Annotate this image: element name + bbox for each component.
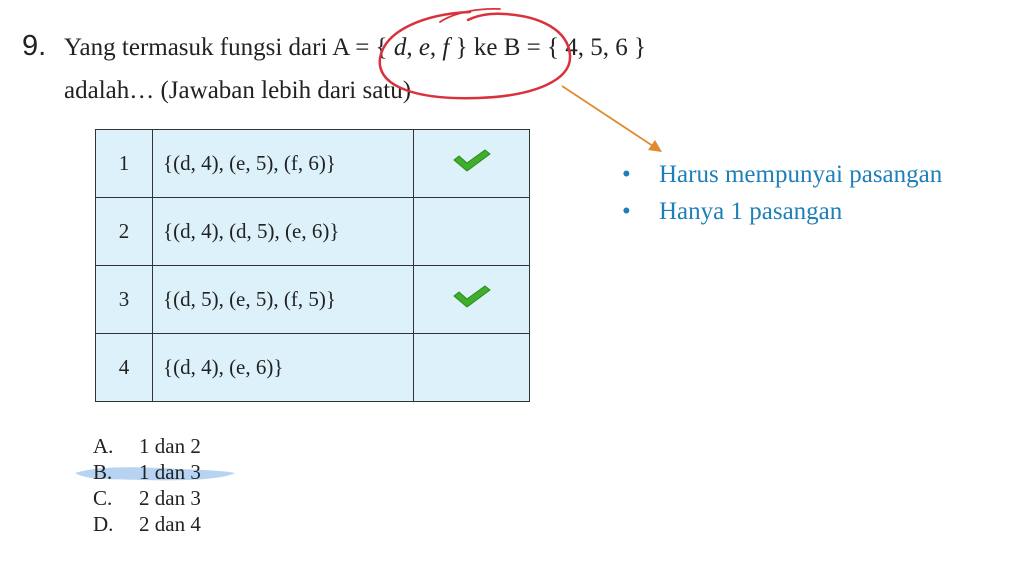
row-number: 3 (95, 265, 153, 334)
answer-options: A. 1 dan 2 B. 1 dan 3 C. 2 dan 3 D. 2 dan 4 (75, 433, 235, 537)
row-number: 2 (95, 197, 153, 266)
answer-option-d[interactable]: D. 2 dan 4 (93, 511, 201, 537)
row-check-cell (413, 265, 530, 334)
answer-letter: A. (93, 434, 114, 458)
row-check-cell (413, 333, 530, 402)
answer-option-c[interactable]: C. 2 dan 3 (93, 485, 201, 511)
row-relation-set: {(d, 4), (e, 6)} (152, 333, 414, 402)
set-a-separator: , (429, 34, 443, 61)
answer-letter: B. (93, 460, 113, 484)
table-row: 2 {(d, 4), (d, 5), (e, 6)} (95, 197, 530, 266)
answer-option-a[interactable]: A. 1 dan 2 (93, 433, 201, 459)
answer-text: 1 dan 3 (139, 460, 201, 484)
set-a-element-d: d (393, 34, 407, 61)
question-line-1: Yang termasuk fungsi dari A = { d, e, f … (64, 34, 646, 62)
highlighter-mark (75, 467, 235, 481)
row-check-cell (413, 197, 530, 266)
relations-table: 1 {(d, 4), (e, 5), (f, 6)} 2 {(d, 4), (d… (95, 129, 530, 402)
set-a-separator: , (406, 34, 419, 61)
note-text: Harus mempunyai pasangan (659, 161, 943, 188)
checkmark-icon (452, 148, 491, 172)
row-relation-set: {(d, 4), (d, 5), (e, 6)} (152, 197, 414, 266)
table-row: 3 {(d, 5), (e, 5), (f, 5)} (95, 265, 530, 334)
note-item: • Hanya 1 pasangan (622, 198, 942, 235)
row-number: 4 (95, 333, 153, 402)
question-line-2: adalah… (Jawaban lebih dari satu) (64, 77, 412, 104)
question-suffix: } ke B = { 4, 5, 6 } (449, 34, 646, 61)
answer-text: 2 dan 3 (139, 486, 201, 510)
set-a-element-f: f (442, 34, 450, 61)
answer-text: 1 dan 2 (139, 434, 201, 458)
note-item: • Harus mempunyai pasangan (622, 161, 942, 198)
row-relation-set: {(d, 5), (e, 5), (f, 5)} (152, 265, 414, 334)
answer-letter: C. (93, 486, 113, 510)
bullet-icon: • (622, 161, 631, 188)
row-check-cell (413, 129, 530, 198)
row-relation-set: {(d, 4), (e, 5), (f, 6)} (152, 129, 414, 198)
answer-letter: D. (93, 512, 114, 536)
arrow-line (561, 85, 657, 149)
bullet-icon: • (622, 198, 631, 225)
arrow-head-icon (648, 140, 662, 152)
set-a-element-e: e (418, 34, 430, 61)
question-prefix: Yang termasuk fungsi dari A = { (64, 34, 394, 61)
question-number: 9. (22, 30, 47, 62)
red-circle-annotation (378, 10, 572, 100)
answer-text: 2 dan 4 (139, 512, 201, 536)
red-circle-tail (439, 7, 501, 23)
answer-option-b[interactable]: B. 1 dan 3 (75, 459, 235, 485)
checkmark-icon (452, 284, 491, 308)
function-rules-notes: • Harus mempunyai pasangan • Hanya 1 pasan… (622, 161, 942, 235)
table-row: 4 {(d, 4), (e, 6)} (95, 333, 530, 402)
row-number: 1 (95, 129, 153, 198)
table-row: 1 {(d, 4), (e, 5), (f, 6)} (95, 129, 530, 198)
note-text: Hanya 1 pasangan (659, 198, 843, 225)
